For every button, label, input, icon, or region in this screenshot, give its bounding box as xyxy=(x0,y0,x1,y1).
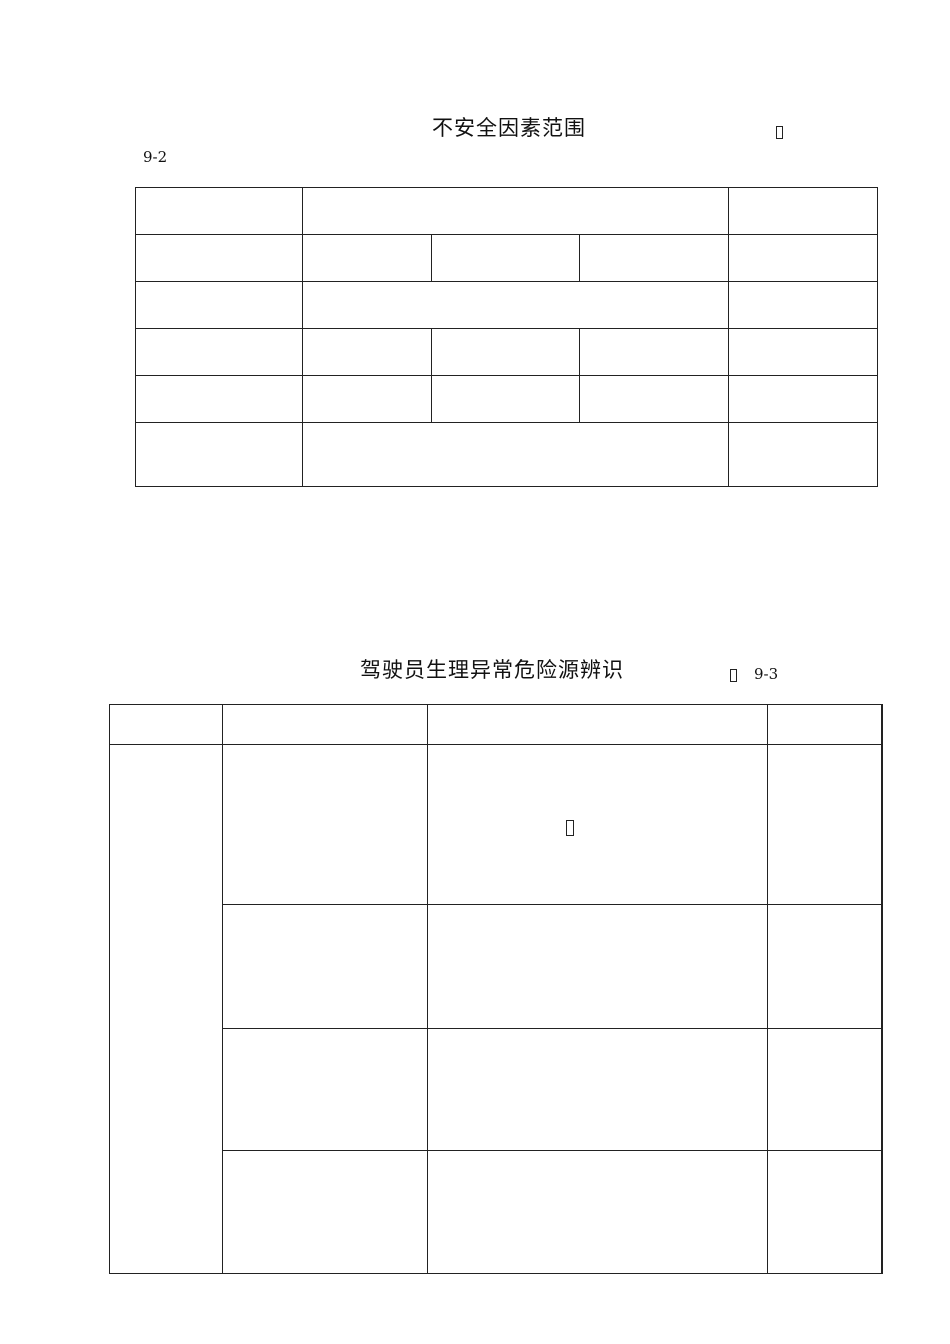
table-cell xyxy=(135,281,303,329)
table-cell xyxy=(767,744,882,905)
table-header-row xyxy=(135,187,879,235)
missing-glyph-box xyxy=(566,819,574,836)
table-row xyxy=(109,744,882,1274)
table-cell xyxy=(302,328,432,376)
missing-glyph-box xyxy=(730,667,737,686)
table-row xyxy=(135,281,879,329)
table-row xyxy=(110,1028,882,1151)
table-cell xyxy=(728,375,879,423)
header-cell xyxy=(427,704,768,745)
table-cell xyxy=(135,234,303,282)
item-name-cell xyxy=(222,904,428,1029)
table-cell xyxy=(135,375,303,423)
table-cell xyxy=(728,422,879,487)
table-row xyxy=(135,375,879,423)
table-cell xyxy=(578,375,730,423)
table-cell xyxy=(302,234,432,282)
table-cell xyxy=(301,281,730,329)
table-cell xyxy=(728,234,879,282)
item-name-cell xyxy=(222,744,428,905)
header-cell xyxy=(301,187,730,235)
description-cell xyxy=(427,1028,768,1151)
item-name-cell xyxy=(222,1150,428,1274)
table-cell xyxy=(767,1150,882,1274)
table-row xyxy=(110,1150,882,1274)
table-cell xyxy=(767,904,882,1029)
table-cell xyxy=(431,234,580,282)
header-cell xyxy=(135,187,303,235)
missing-glyph-box xyxy=(776,124,783,143)
table-cell xyxy=(431,375,580,423)
table-9-2 xyxy=(135,187,879,487)
table-cell xyxy=(728,281,879,329)
table-row xyxy=(135,328,879,376)
table-cell xyxy=(728,328,879,376)
description-cell xyxy=(427,904,768,1029)
table-cell xyxy=(578,328,730,376)
header-cell xyxy=(222,704,428,745)
table-row xyxy=(135,234,879,282)
table-9-3-title: 驾驶员生理异常危险源辨识 xyxy=(360,658,624,682)
group-cell xyxy=(109,744,223,1274)
table-9-2-title: 不安全因素范围 xyxy=(432,116,586,140)
table-9-2-number: 9-2 xyxy=(143,148,168,166)
table-9-3 xyxy=(109,704,883,1274)
table-cell xyxy=(578,234,730,282)
table-cell xyxy=(301,422,730,487)
header-cell xyxy=(728,187,879,235)
description-cell xyxy=(427,1150,768,1274)
table-cell xyxy=(135,328,303,376)
table-cell xyxy=(767,1028,882,1151)
table-cell xyxy=(431,328,580,376)
table-row xyxy=(110,904,882,1029)
table-cell xyxy=(135,422,303,487)
description-cell xyxy=(427,744,768,905)
table-cell xyxy=(302,375,432,423)
item-name-cell xyxy=(222,1028,428,1151)
table-row xyxy=(135,422,879,487)
header-cell xyxy=(109,704,223,745)
table-9-3-number: 9-3 xyxy=(754,665,779,683)
header-cell xyxy=(767,704,882,745)
table-header-row xyxy=(109,704,882,745)
